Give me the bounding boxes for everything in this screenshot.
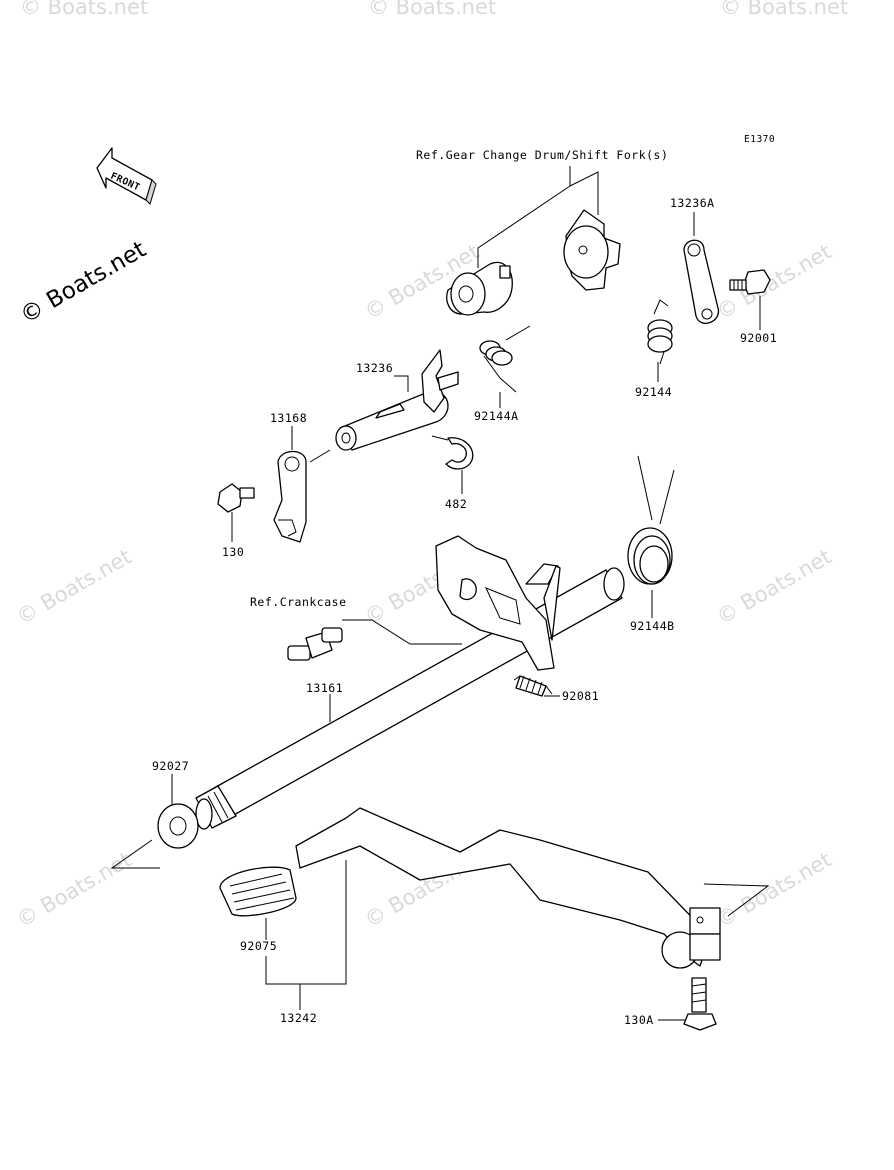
label-482: 482 — [445, 497, 467, 511]
watermarks: © Boats.net © Boats.net © Boats.net © Bo… — [13, 0, 849, 932]
label-92144B: 92144B — [630, 619, 675, 633]
part-92144-spring — [647, 299, 673, 365]
part-92027-washer — [157, 803, 199, 849]
label-130: 130 — [222, 545, 244, 559]
ref-gear-change-leader-2 — [569, 171, 599, 215]
front-arrow-icon: FRONT — [96, 147, 157, 205]
part-13236A-arm — [683, 239, 720, 324]
leader-pedal-ref — [703, 883, 770, 917]
part-130A-bolt — [683, 977, 717, 1031]
part-92001-bolt — [729, 269, 771, 295]
label-13242: 13242 — [280, 1011, 317, 1025]
shift-plate — [435, 535, 561, 671]
part-130-bolt — [217, 483, 255, 513]
label-13168: 13168 — [270, 411, 307, 425]
label-13236A: 13236A — [670, 196, 715, 210]
shift-drum-cam — [563, 209, 621, 291]
watermark: © Boats.net — [13, 544, 136, 629]
watermark-prominent: © Boats.net — [16, 237, 151, 330]
watermark: © Boats.net — [720, 0, 848, 19]
label-13236: 13236 — [356, 361, 393, 375]
watermark: © Boats.net — [713, 544, 836, 629]
ref-gear-change-label: Ref.Gear Change Drum/Shift Fork(s) — [416, 148, 668, 162]
label-92075: 92075 — [240, 939, 277, 953]
watermark: © Boats.net — [20, 0, 148, 19]
label-130A: 130A — [624, 1013, 654, 1027]
label-92081: 92081 — [562, 689, 599, 703]
ref-crankcase-label: Ref.Crankcase — [250, 595, 347, 609]
diagram-code: E1370 — [744, 134, 775, 145]
part-13242-shift-pedal — [295, 807, 721, 969]
leader-92027-ref — [110, 839, 160, 869]
part-482-circlip — [431, 435, 474, 470]
ref-crankcase-leader — [342, 619, 462, 645]
part-92144B-spring — [627, 455, 675, 585]
part-13236-shift-shaft — [335, 349, 459, 451]
part-92081-spring — [513, 675, 553, 697]
label-92144: 92144 — [635, 385, 672, 399]
label-92027: 92027 — [152, 759, 189, 773]
shift-drum-end — [446, 261, 513, 316]
label-92001: 92001 — [740, 331, 777, 345]
watermark: © Boats.net — [368, 0, 496, 19]
part-92075-pedal-rubber — [219, 866, 297, 917]
watermark: © Boats.net — [713, 847, 836, 932]
ref-gear-change-leader — [477, 166, 571, 268]
watermark: © Boats.net — [13, 847, 136, 932]
label-92144A: 92144A — [474, 409, 519, 423]
crankcase-pin — [287, 627, 343, 661]
part-92144A-spring — [479, 325, 531, 393]
part-13168-lever — [273, 450, 307, 543]
leader-13242 — [265, 860, 347, 985]
label-13161: 13161 — [306, 681, 343, 695]
